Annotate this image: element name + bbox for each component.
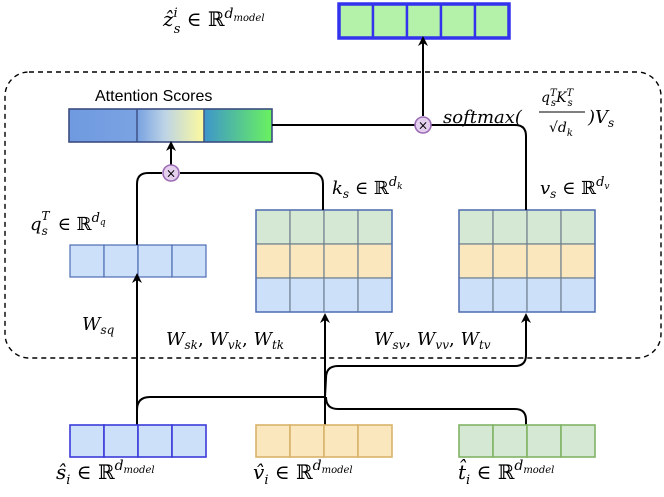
matrix-cell: [357, 424, 393, 458]
matrix-cell: [289, 209, 325, 245]
value-label: vs ∈ ℝdv: [540, 175, 610, 201]
connector-lines: [132, 36, 531, 425]
matrix-cell: [492, 209, 528, 245]
matrix-cell: [560, 209, 596, 245]
matrix-cell: [458, 209, 494, 245]
matrix-cell: [560, 243, 596, 279]
input-t-label: t̂i ∈ ℝdmodel: [458, 458, 554, 488]
matrix-cell: [69, 424, 105, 458]
output-vector: [337, 2, 511, 40]
softmax-suffix: )Vs: [587, 107, 614, 130]
input-s-label: ŝi ∈ ℝdmodel: [56, 458, 155, 488]
value-to-multiply: [431, 124, 527, 210]
matrix-cell: [458, 277, 494, 313]
matrix-cell: [357, 209, 393, 245]
query-vector: [69, 244, 207, 278]
input-t-vector: [458, 424, 596, 458]
matrix-cell: [357, 277, 393, 313]
multiply-op-qk: ×: [162, 164, 180, 182]
matrix-cell: [289, 277, 325, 313]
matrix-cell: [458, 243, 494, 279]
query-to-multiply: [136, 172, 162, 245]
matrix-cell: [526, 209, 562, 245]
branch-s: [136, 396, 325, 411]
multiply-op-v: ×: [414, 116, 432, 134]
matrix-cell: [357, 243, 393, 279]
matrix-cell: [255, 209, 291, 245]
matrix-cell: [337, 2, 375, 40]
svg-text:×: ×: [418, 119, 428, 133]
matrix-cell: [492, 243, 528, 279]
matrix-cell: [560, 277, 596, 313]
matrix-cell: [323, 243, 359, 279]
input-v-label: v̂i ∈ ℝdmodel: [253, 458, 353, 488]
matrix-cell: [458, 424, 494, 458]
weight-value-label: Wsv, Wvv, Wtv: [374, 329, 491, 352]
matrix-cell: [439, 2, 477, 40]
matrix-cell: [405, 2, 443, 40]
input-v-vector: [255, 424, 393, 458]
softmax-formula: softmax(: [443, 107, 523, 128]
input-s-vector: [69, 424, 207, 458]
weight-key-label: Wsk, Wvk, Wtk: [166, 329, 284, 352]
attention-scores-title: Attention Scores: [95, 88, 212, 105]
key-matrix: [255, 209, 393, 313]
value-matrix: [458, 209, 596, 313]
matrix-cell: [560, 424, 596, 458]
matrix-cell: [526, 243, 562, 279]
matrix-cell: [492, 277, 528, 313]
matrix-cell: [137, 244, 173, 278]
key-label: ks ∈ ℝdk: [332, 175, 403, 201]
matrix-cell: [137, 424, 173, 458]
attention-scores-bar: [68, 108, 273, 143]
softmax-denominator: √dk: [549, 120, 573, 139]
matrix-cell: [255, 424, 291, 458]
key-to-multiply: [180, 172, 324, 210]
matrix-cell: [526, 277, 562, 313]
matrix-cell: [103, 244, 139, 278]
matrix-cell: [526, 424, 562, 458]
matrix-cell: [492, 424, 528, 458]
weight-query-label: Wsq: [82, 314, 115, 337]
matrix-cell: [255, 243, 291, 279]
matrix-cell: [371, 2, 409, 40]
branch-ti: [325, 396, 527, 425]
matrix-cell: [323, 424, 359, 458]
matrix-cell: [255, 277, 291, 313]
attention-module-boundary: [4, 71, 662, 359]
svg-text:×: ×: [166, 167, 176, 181]
matrix-cell: [171, 244, 207, 278]
matrix-cell: [473, 2, 511, 40]
matrix-cell: [171, 424, 207, 458]
matrix-cell: [289, 424, 325, 458]
branch-s-to-v: [324, 354, 527, 398]
matrix-cell: [323, 277, 359, 313]
matrix-cell: [103, 424, 139, 458]
matrix-cell: [289, 243, 325, 279]
matrix-cell: [323, 209, 359, 245]
matrix-cell: [69, 244, 105, 278]
